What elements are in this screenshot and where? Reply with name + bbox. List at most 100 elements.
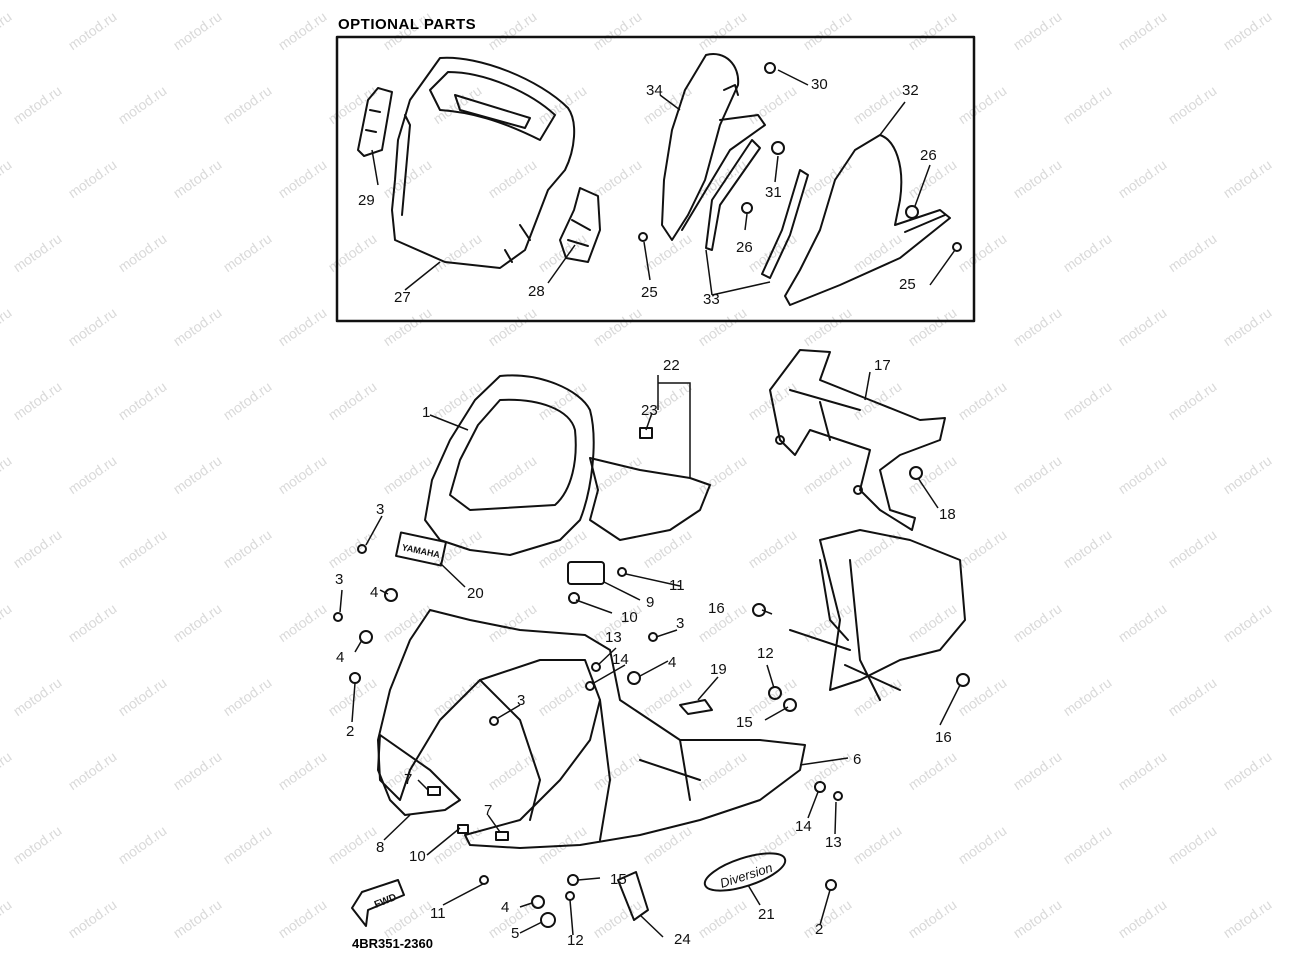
nut-12b [565, 891, 575, 901]
callout-3a: 3 [376, 501, 385, 518]
callout-28: 28 [528, 283, 545, 300]
callout-7b: 7 [484, 802, 493, 819]
callout-3b: 3 [335, 571, 344, 588]
callout-25a: 25 [641, 284, 658, 301]
screw-11b [479, 875, 489, 885]
callout-2a: 2 [346, 723, 355, 740]
clip-14a [585, 681, 595, 691]
screw-3d [648, 632, 658, 642]
callout-30: 30 [811, 76, 828, 93]
callout-34: 34 [646, 82, 663, 99]
fwd-arrow-label: FWD [373, 892, 398, 911]
clip-13a [591, 662, 601, 672]
clip-19 [679, 699, 713, 715]
clip-7b [495, 831, 509, 841]
callout-26a: 26 [920, 147, 937, 164]
callout-10b: 10 [409, 848, 426, 865]
callout-2b: 2 [815, 921, 824, 938]
grommet-16b [956, 673, 970, 687]
fwd-arrow [351, 879, 405, 927]
callout-26b: 26 [736, 239, 753, 256]
callout-1: 1 [422, 404, 431, 421]
callout-4c: 4 [668, 654, 677, 671]
clip-7a [427, 786, 441, 796]
callout-15b: 15 [610, 871, 627, 888]
callout-21: 21 [758, 906, 775, 923]
callout-23: 23 [641, 402, 658, 419]
callout-7a: 7 [404, 771, 413, 788]
callout-16a: 16 [708, 600, 725, 617]
callout-12a: 12 [757, 645, 774, 662]
callout-29: 29 [358, 192, 375, 209]
callout-19: 19 [710, 661, 727, 678]
nut-2b [825, 879, 837, 891]
grommet-16a [752, 603, 766, 617]
callout-16b: 16 [935, 729, 952, 746]
callout-3c: 3 [517, 692, 526, 709]
callout-5: 5 [511, 925, 520, 942]
frame-body [789, 529, 966, 701]
callout-24: 24 [674, 931, 691, 948]
screw-3c [489, 716, 499, 726]
nut-12a [768, 686, 782, 700]
tall-windscreen [391, 56, 576, 269]
nut-31 [771, 141, 785, 155]
callout-33: 33 [703, 291, 720, 308]
nut-4c [627, 671, 641, 685]
nut-5 [540, 912, 556, 928]
trim-strip-33b [761, 169, 809, 279]
bracket-29 [357, 87, 393, 157]
callout-13b: 13 [825, 834, 842, 851]
callout-20: 20 [467, 585, 484, 602]
callout-9: 9 [646, 594, 655, 611]
callout-13a: 13 [605, 629, 622, 646]
nut-26b [905, 205, 919, 219]
lower-side-8 [377, 734, 461, 816]
nut-4b [359, 630, 373, 644]
nut-4d [531, 895, 545, 909]
callout-4a: 4 [370, 584, 379, 601]
nut-26a [741, 202, 753, 214]
callout-4b: 4 [336, 649, 345, 666]
screen-trim-22 [589, 457, 711, 541]
screw-2a [349, 672, 361, 684]
callout-10a: 10 [621, 609, 638, 626]
nut-4a [384, 588, 398, 602]
diagram-code: 4BR351-2360 [352, 936, 433, 951]
screw-25b [952, 242, 962, 252]
callout-15a: 15 [736, 714, 753, 731]
callout-25b: 25 [899, 276, 916, 293]
callout-4d: 4 [501, 899, 510, 916]
callout-17: 17 [874, 357, 891, 374]
callout-27: 27 [394, 289, 411, 306]
callout-32: 32 [902, 82, 919, 99]
optional-parts-frame [335, 35, 976, 323]
grommet-9 [567, 561, 605, 585]
nut-18 [909, 466, 923, 480]
callout-22: 22 [663, 357, 680, 374]
cowling-6 [377, 609, 806, 849]
callout-31: 31 [765, 184, 782, 201]
callout-14b: 14 [795, 818, 812, 835]
windscreen-1 [424, 374, 595, 556]
side-panel-32 [784, 134, 951, 306]
emblem-21 [703, 852, 787, 892]
screw-3b [333, 612, 343, 622]
callout-11b: 11 [430, 905, 446, 922]
side-panel-34 [661, 53, 766, 241]
nut-15b [567, 874, 579, 886]
clip-24 [617, 871, 649, 921]
callout-8: 8 [376, 839, 385, 856]
nut-15a [783, 698, 797, 712]
trim-strip-33a [705, 139, 761, 251]
callout-6: 6 [853, 751, 862, 768]
callout-11a: 11 [669, 577, 685, 594]
decal-20 [395, 531, 447, 567]
screw-30 [764, 62, 776, 74]
nut-14b [814, 781, 826, 793]
callout-14a: 14 [612, 651, 629, 668]
screw-3a [357, 544, 367, 554]
optional-parts-title: OPTIONAL PARTS [338, 16, 477, 33]
bracket-28 [559, 187, 601, 263]
